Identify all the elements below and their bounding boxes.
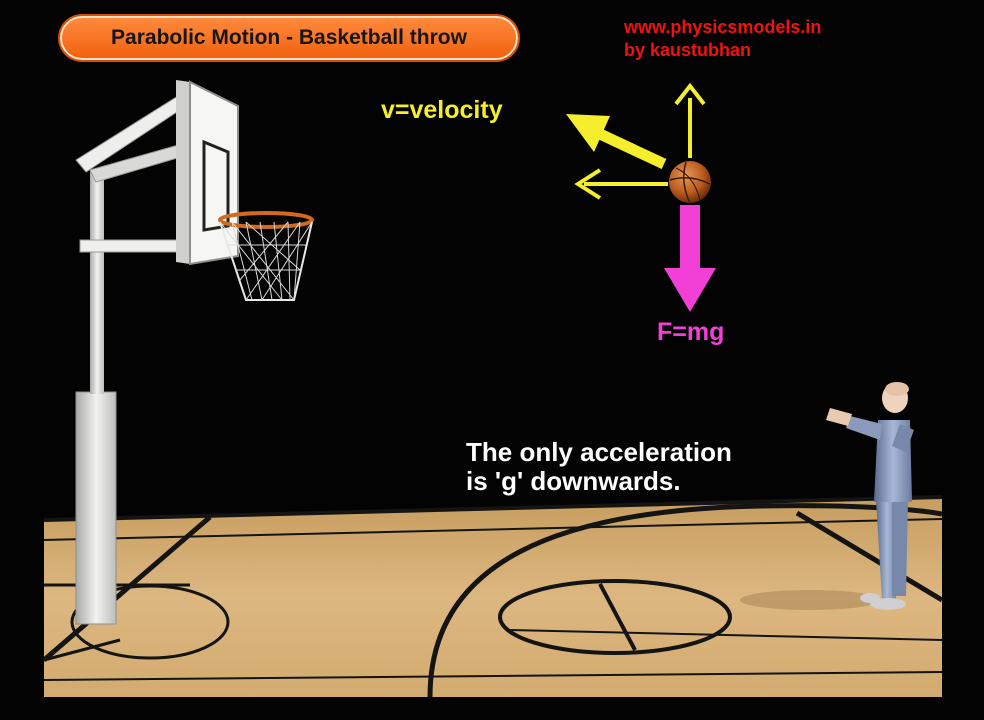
credit-website: www.physicsmodels.in [624, 17, 822, 37]
credit-text: www.physicsmodels.in by kaustubhan [624, 16, 821, 62]
basketball-hoop-stand [75, 80, 314, 625]
basketball [669, 161, 711, 203]
caption-text: The only acceleration is 'g' downwards. [466, 438, 732, 496]
ball-with-vectors [566, 82, 716, 312]
caption-line-2: is 'g' downwards. [466, 466, 681, 496]
caption-line-1: The only acceleration [466, 437, 732, 467]
velocity-label: v=velocity [381, 96, 503, 124]
page-title: Parabolic Motion - Basketball throw [60, 16, 518, 60]
court-floor [42, 495, 944, 698]
force-label: F=mg [657, 318, 725, 346]
player-figure [826, 382, 914, 610]
credit-author: by kaustubhan [624, 40, 752, 60]
